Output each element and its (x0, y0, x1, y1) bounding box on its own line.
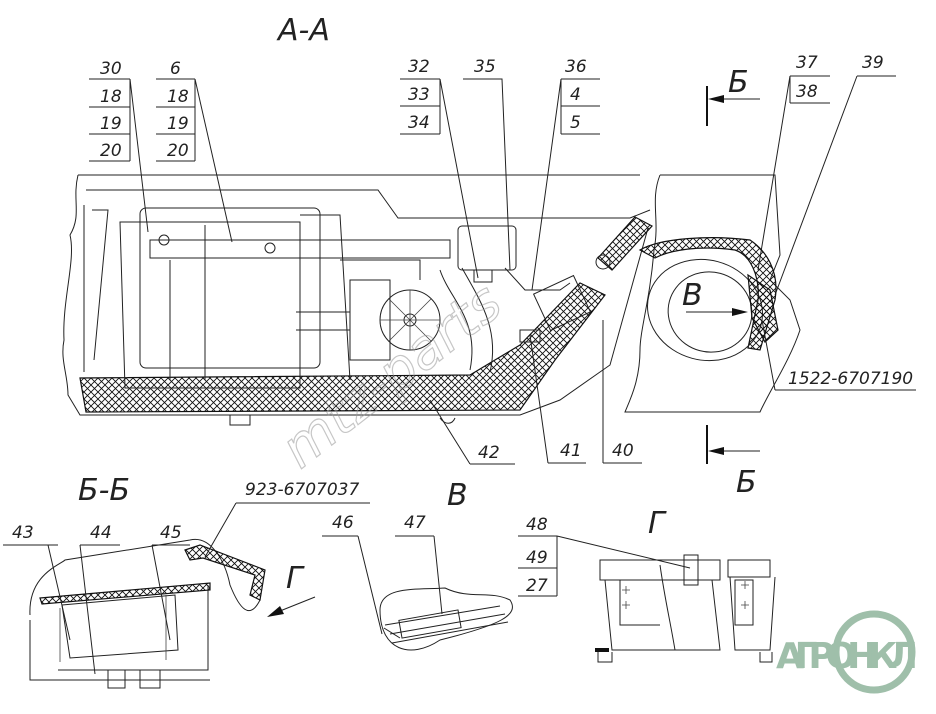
svg-text:40: 40 (612, 441, 634, 461)
svg-text:20: 20 (167, 141, 189, 161)
svg-text:37: 37 (796, 53, 818, 73)
svg-text:19: 19 (167, 114, 189, 134)
part-number-923: 923-6707037 (204, 480, 370, 558)
callout-30: 30 18 19 20 (89, 59, 149, 233)
section-bb-drawing (29, 538, 266, 689)
view-v-drawing (379, 587, 513, 651)
svg-text:34: 34 (408, 113, 430, 133)
svg-text:1522-6707190: 1522-6707190 (788, 369, 913, 389)
callout-42: 42 (429, 399, 515, 465)
svg-text:46: 46 (332, 513, 354, 533)
svg-text:18: 18 (167, 87, 189, 107)
svg-text:43: 43 (12, 523, 34, 543)
view-arrow-v-label: В (682, 278, 703, 313)
svg-text:48: 48 (526, 515, 548, 535)
section-aa-drawing (62, 174, 653, 426)
svg-text:39: 39 (862, 53, 884, 73)
section-title-bb: Б-Б (78, 473, 130, 508)
callout-40: 40 (602, 320, 642, 464)
view-arrow-g: Г (267, 561, 316, 617)
svg-text:45: 45 (160, 523, 182, 543)
callout-32: 32 33 34 (400, 57, 479, 279)
svg-text:Б: Б (728, 65, 749, 100)
agro-nkl-logo: АГРОНКЛ (776, 610, 918, 694)
callout-44: 44 (79, 523, 120, 675)
callout-47: 47 (395, 513, 443, 615)
callout-46: 46 (322, 513, 383, 635)
svg-text:33: 33 (408, 85, 430, 105)
svg-text:47: 47 (404, 513, 426, 533)
callout-45: 45 (151, 523, 190, 641)
callout-41: 41 (529, 334, 586, 464)
svg-text:18: 18 (100, 87, 122, 107)
svg-text:6: 6 (170, 59, 181, 79)
view-title-g: Г (648, 506, 667, 541)
svg-text:Б: Б (736, 465, 757, 500)
view-title-v: В (447, 478, 468, 513)
svg-text:30: 30 (100, 59, 122, 79)
svg-text:Г: Г (286, 561, 305, 596)
callout-36: 36 4 5 (531, 57, 600, 291)
svg-text:27: 27 (526, 576, 548, 596)
svg-text:38: 38 (796, 82, 818, 102)
svg-text:36: 36 (565, 57, 587, 77)
svg-text:32: 32 (408, 57, 430, 77)
svg-text:44: 44 (90, 523, 112, 543)
callout-48: 48 49 27 (518, 515, 691, 597)
section-title-aa: А-А (276, 13, 330, 48)
section-arrow-b-bottom: Б (706, 425, 760, 500)
view-g-drawing (595, 554, 776, 663)
svg-text:5: 5 (570, 113, 581, 133)
callout-37: 37 38 (757, 53, 830, 271)
svg-text:4: 4 (570, 85, 581, 105)
svg-text:35: 35 (474, 57, 496, 77)
svg-text:41: 41 (560, 441, 582, 461)
callout-6: 6 18 19 20 (156, 59, 233, 243)
callout-35: 35 (463, 57, 511, 271)
svg-text:49: 49 (526, 548, 548, 568)
callout-43: 43 (3, 523, 71, 641)
callout-39: 39 (774, 53, 896, 296)
svg-text:42: 42 (478, 443, 500, 463)
svg-text:АГРОНКЛ: АГРОНКЛ (776, 636, 918, 677)
part-number-1522: 1522-6707190 (761, 319, 916, 391)
svg-text:19: 19 (100, 114, 122, 134)
section-arrow-b-top: Б (706, 65, 760, 126)
svg-text:20: 20 (100, 141, 122, 161)
svg-text:923-6707037: 923-6707037 (245, 480, 359, 500)
opening-detail: В (624, 174, 801, 413)
